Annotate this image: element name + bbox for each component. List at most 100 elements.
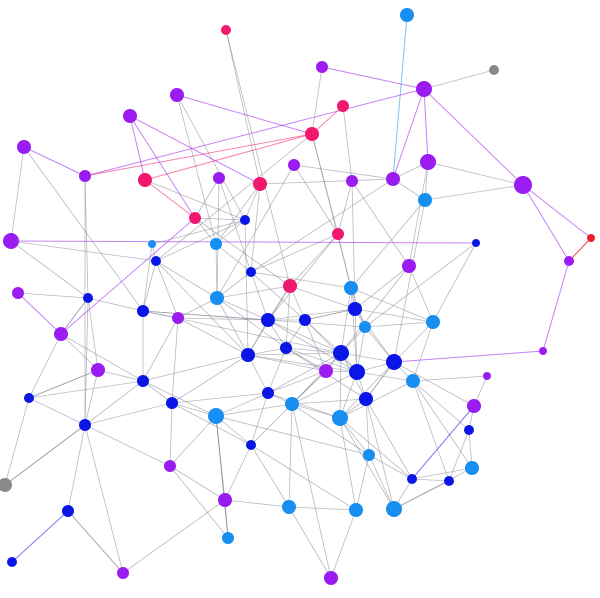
- graph-edge: [412, 375, 488, 382]
- graph-edge: [259, 178, 394, 185]
- graph-node-purple: [117, 567, 129, 579]
- graph-edge: [448, 429, 470, 482]
- graph-edge: [423, 88, 429, 163]
- graph-edge: [28, 380, 144, 399]
- graph-edge: [194, 177, 220, 219]
- graph-node-purple: [386, 172, 400, 186]
- graph-edge: [142, 317, 179, 382]
- graph-edge: [250, 183, 261, 273]
- graph-edge: [224, 499, 290, 508]
- graph-edge: [10, 240, 157, 262]
- graph-edge: [293, 164, 394, 180]
- graph-edge: [393, 321, 434, 363]
- graph-edge: [250, 403, 293, 446]
- graph-node-light-blue: [210, 291, 224, 305]
- graph-node-purple: [420, 154, 436, 170]
- graph-node-purple: [514, 176, 532, 194]
- graph-node-blue: [472, 239, 480, 247]
- graph-edge: [84, 424, 124, 574]
- graph-edge: [169, 415, 217, 467]
- graph-node-blue: [83, 293, 93, 303]
- graph-edge: [350, 287, 434, 323]
- graph-edge: [142, 380, 217, 417]
- graph-node-blue: [151, 256, 161, 266]
- graph-edge: [169, 465, 229, 539]
- graph-node-purple: [316, 61, 328, 73]
- graph-edge: [215, 183, 261, 245]
- graph-node-purple: [172, 312, 184, 324]
- graph-edge: [129, 115, 146, 181]
- graph-node-purple: [17, 140, 31, 154]
- graph-edge: [215, 243, 252, 273]
- graph-edge: [393, 199, 426, 363]
- graph-edge: [142, 380, 173, 404]
- graph-edge: [171, 392, 269, 404]
- graph-edge: [267, 319, 358, 373]
- graph-edge: [339, 361, 395, 419]
- graph-node-purple: [564, 256, 574, 266]
- graph-node-pink: [332, 228, 344, 240]
- graph-node-blue: [246, 440, 256, 450]
- graph-edge: [176, 94, 246, 221]
- graph-edge: [392, 14, 408, 180]
- graph-edge: [350, 199, 426, 289]
- graph-edge: [84, 133, 313, 177]
- graph-node-purple: [54, 327, 68, 341]
- graph-edge: [337, 233, 352, 289]
- graph-node-blue: [464, 425, 474, 435]
- graph-node-purple: [12, 287, 24, 299]
- graph-edge: [250, 444, 290, 508]
- graph-edge: [339, 417, 413, 480]
- graph-edge: [267, 233, 339, 321]
- graph-edge: [522, 184, 570, 262]
- graph-edge: [354, 308, 358, 373]
- graph-node-blue: [333, 345, 349, 361]
- graph-edge: [28, 397, 86, 426]
- graph-edge: [10, 240, 89, 299]
- graph-node-light-blue: [148, 240, 156, 248]
- graph-edge: [339, 371, 358, 419]
- graph-edge: [291, 403, 370, 456]
- graph-node-purple: [288, 159, 300, 171]
- graph-edge: [215, 403, 293, 417]
- graph-node-purple: [3, 233, 19, 249]
- graph-edge: [84, 424, 171, 467]
- graph-node-pink: [337, 100, 349, 112]
- graph-node-blue: [299, 314, 311, 326]
- graph-edge: [216, 285, 291, 299]
- graph-edge: [340, 352, 395, 363]
- graph-edge: [291, 370, 327, 405]
- graph-edge: [321, 66, 425, 90]
- graph-edge: [142, 260, 157, 312]
- graph-edge: [23, 146, 144, 312]
- graph-nodes: [0, 8, 595, 585]
- graph-edge: [177, 317, 249, 356]
- graph-edge: [215, 415, 370, 456]
- graph-node-purple: [91, 363, 105, 377]
- graph-node-blue: [137, 375, 149, 387]
- graph-edge: [432, 242, 477, 323]
- graph-edge: [224, 444, 252, 501]
- graph-edge: [354, 308, 395, 363]
- graph-edge: [28, 333, 62, 399]
- graph-edge: [412, 380, 470, 431]
- graph-node-purple: [123, 109, 137, 123]
- graph-edge: [142, 243, 153, 312]
- graph-edge: [267, 308, 356, 321]
- graph-node-blue: [246, 267, 256, 277]
- graph-node-light-blue: [426, 315, 440, 329]
- graph-edge: [4, 424, 86, 486]
- graph-edge: [330, 509, 357, 579]
- graph-edge: [144, 133, 313, 181]
- graph-edge: [392, 88, 425, 180]
- graph-edge: [411, 467, 473, 480]
- graph-edge: [171, 402, 252, 446]
- graph-edge: [368, 454, 413, 480]
- graph-node-light-blue: [359, 321, 371, 333]
- graph-edge: [216, 297, 287, 349]
- graph-edge: [291, 371, 358, 405]
- graph-node-purple: [319, 364, 333, 378]
- graph-node-blue: [349, 364, 365, 380]
- graph-edge: [285, 347, 342, 354]
- graph-edge: [364, 242, 477, 328]
